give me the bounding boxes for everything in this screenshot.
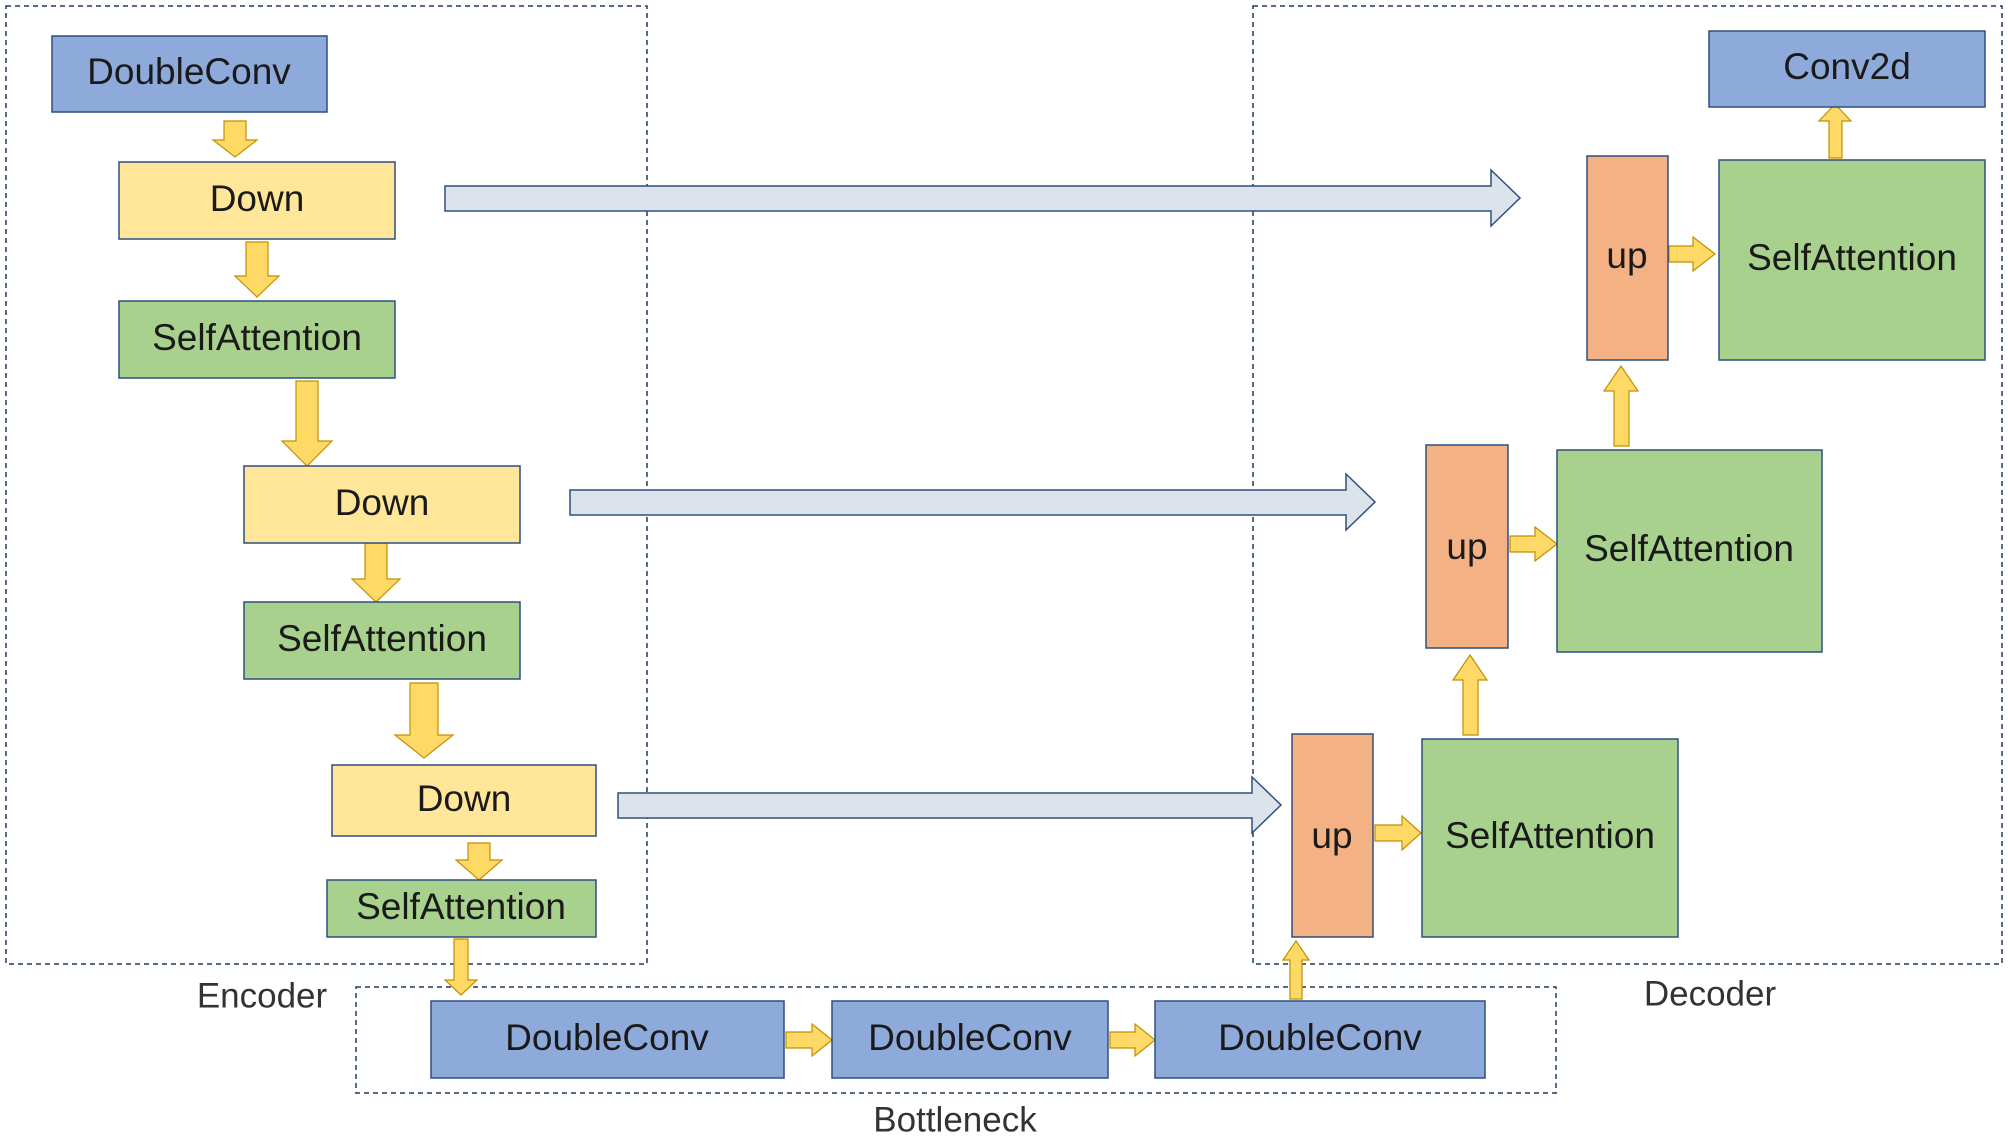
encoder-region xyxy=(5,5,648,965)
bottleneck-doubleconv-3-label: DoubleConv xyxy=(1218,1017,1422,1058)
flow-arrow-dec-right-1 xyxy=(1374,814,1422,852)
decoder-selfattention-1-block xyxy=(1421,738,1679,938)
flow-arrow-bn-1 xyxy=(785,1022,833,1058)
encoder-selfattention-3-block xyxy=(326,879,597,938)
decoder-selfattention-2-label: SelfAttention xyxy=(1584,528,1794,569)
decoder-up-1-label: up xyxy=(1311,815,1352,856)
encoder-selfattention-1-label: SelfAttention xyxy=(152,317,362,358)
decoder-selfattention-3-block xyxy=(1718,159,1986,361)
flow-arrow-enc-3 xyxy=(280,380,334,467)
bottleneck-doubleconv-1-label: DoubleConv xyxy=(505,1017,709,1058)
decoder-up-2-block xyxy=(1425,444,1509,649)
decoder-region xyxy=(1252,5,2003,965)
decoder-up-3-block xyxy=(1586,155,1669,361)
flow-arrow-bn-2 xyxy=(1109,1022,1156,1058)
decoder-selfattention-1-label: SelfAttention xyxy=(1445,815,1655,856)
decoder-up-1-block xyxy=(1291,733,1374,938)
encoder-doubleconv-block xyxy=(51,35,328,113)
skip-arrow-1 xyxy=(444,168,1522,228)
flow-arrow-dec-right-3 xyxy=(1668,235,1716,273)
encoder-selfattention-2-label: SelfAttention xyxy=(277,618,487,659)
flow-arrow-enc-6 xyxy=(454,842,504,881)
flow-arrow-enc-1 xyxy=(211,120,259,158)
flow-arrow-dec-up-1 xyxy=(1281,939,1311,1000)
flow-arrow-enc-7 xyxy=(443,938,479,996)
flow-arrow-dec-up-2 xyxy=(1451,653,1489,736)
bottleneck-doubleconv-3-block xyxy=(1154,1000,1486,1079)
flow-arrow-enc-4 xyxy=(350,542,402,603)
decoder-label: Decoder xyxy=(1644,974,1777,1013)
bottleneck-doubleconv-2-block xyxy=(831,1000,1109,1079)
encoder-down-1-label: Down xyxy=(210,178,305,219)
bottleneck-doubleconv-1-block xyxy=(430,1000,785,1079)
decoder-selfattention-3-label: SelfAttention xyxy=(1747,237,1957,278)
bottleneck-label: Bottleneck xyxy=(873,1100,1037,1137)
flow-arrow-dec-up-4 xyxy=(1817,103,1853,159)
flow-arrow-enc-5 xyxy=(393,682,455,759)
encoder-down-3-block xyxy=(331,764,597,837)
flow-arrow-dec-right-2 xyxy=(1509,525,1558,563)
encoder-down-1-block xyxy=(118,161,396,240)
decoder-selfattention-2-block xyxy=(1556,449,1823,653)
flow-arrow-enc-2 xyxy=(233,241,281,298)
encoder-down-2-block xyxy=(243,465,521,544)
encoder-selfattention-1-block xyxy=(118,300,396,379)
skip-arrow-2 xyxy=(569,472,1377,532)
bottleneck-doubleconv-2-label: DoubleConv xyxy=(868,1017,1072,1058)
skip-arrow-3 xyxy=(617,775,1283,835)
decoder-up-2-label: up xyxy=(1446,526,1487,567)
flow-arrow-dec-up-3 xyxy=(1602,364,1640,447)
encoder-selfattention-3-label: SelfAttention xyxy=(356,886,566,927)
decoder-conv2d-block xyxy=(1708,30,1986,108)
decoder-up-3-label: up xyxy=(1606,235,1647,276)
encoder-doubleconv-label: DoubleConv xyxy=(87,51,291,92)
encoder-down-3-label: Down xyxy=(417,778,512,819)
encoder-label: Encoder xyxy=(197,976,328,1015)
decoder-conv2d-label: Conv2d xyxy=(1783,46,1911,87)
bottleneck-region xyxy=(355,986,1557,1094)
encoder-selfattention-2-block xyxy=(243,601,521,680)
encoder-down-2-label: Down xyxy=(335,482,430,523)
